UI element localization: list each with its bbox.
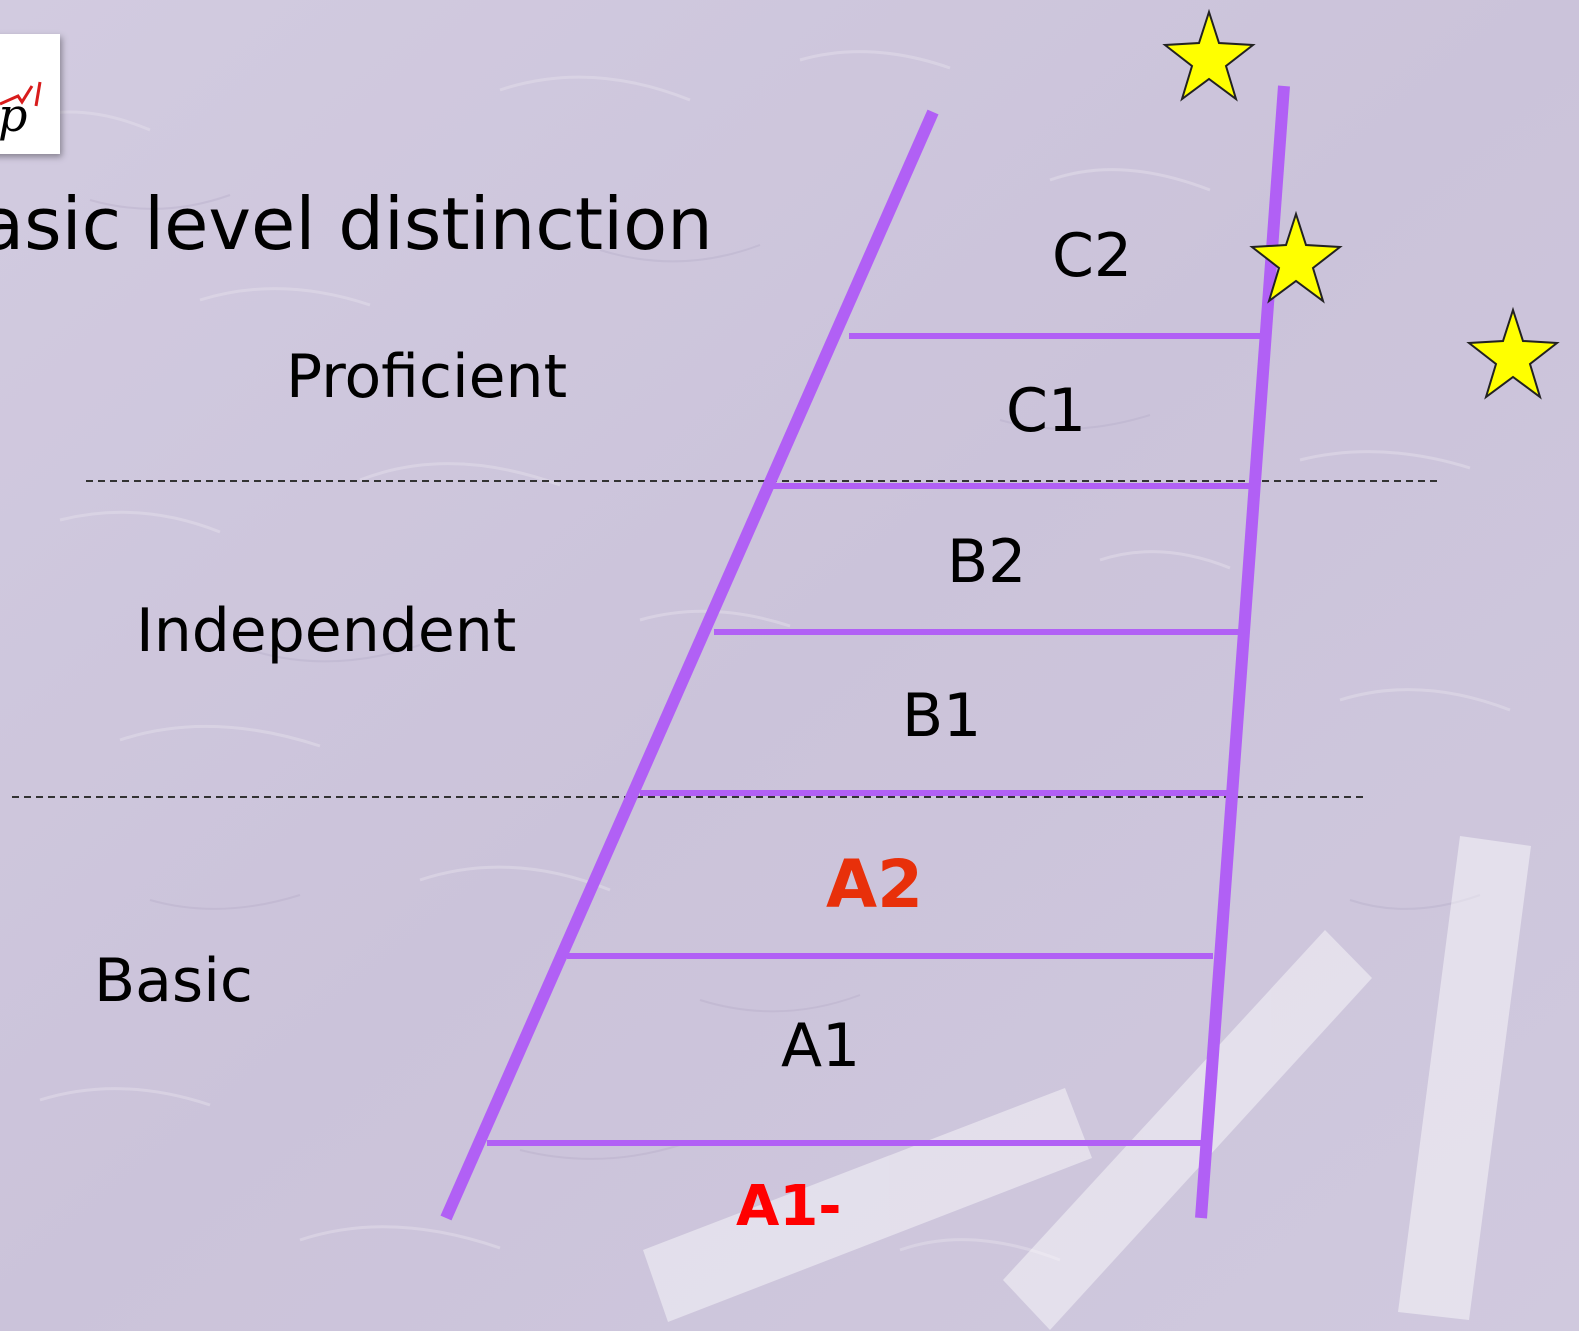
slide-title: asic level distinction xyxy=(0,182,713,266)
level-b1: B1 xyxy=(902,681,982,751)
star-icon xyxy=(1162,8,1256,102)
group-label-independent: Independent xyxy=(136,596,517,666)
level-a1-minus: A1- xyxy=(736,1174,842,1239)
group-label-basic: Basic xyxy=(94,946,253,1016)
ladder-left-rail xyxy=(440,109,939,1221)
level-c2: C2 xyxy=(1052,221,1133,291)
level-b2: B2 xyxy=(947,527,1027,597)
star-icon xyxy=(1466,306,1560,400)
logo: p xyxy=(0,34,60,154)
star-icon xyxy=(1249,210,1343,304)
level-a2: A2 xyxy=(826,846,924,923)
logo-letter: p xyxy=(0,88,28,142)
group-label-proficient: Proficient xyxy=(286,342,568,412)
logo-icon xyxy=(0,81,42,107)
ladder-right-rail xyxy=(1195,85,1290,1219)
decorative-bars xyxy=(643,836,1531,1330)
level-a1: A1 xyxy=(781,1011,861,1081)
level-c1: C1 xyxy=(1006,376,1087,446)
